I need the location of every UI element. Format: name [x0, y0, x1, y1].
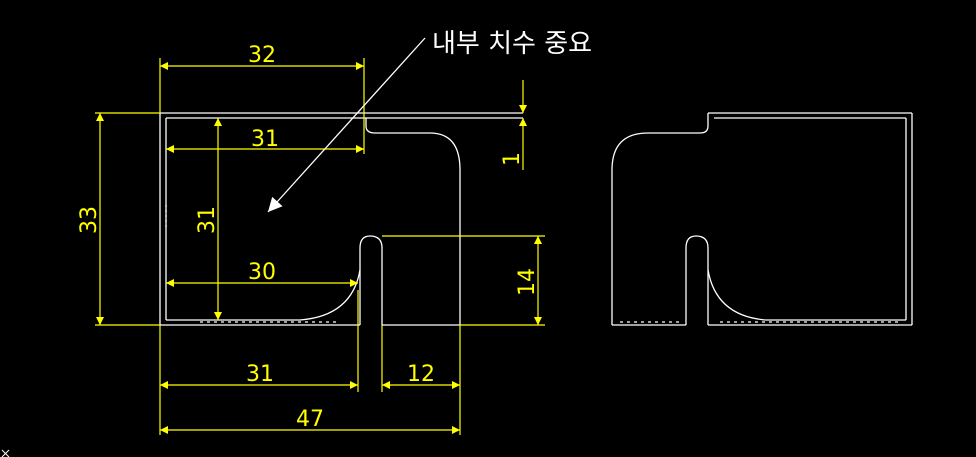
dim-label-31-bottom: 31	[246, 362, 274, 387]
dim-label-30: 30	[248, 260, 276, 285]
dim-label-47: 47	[296, 407, 324, 432]
dim-label-31-top: 31	[251, 127, 279, 152]
dim-label-1: 1	[500, 152, 525, 166]
left-part-profile	[159, 112, 523, 326]
dim-label-33: 33	[77, 206, 102, 234]
dim-label-31-vertical: 31	[195, 206, 220, 234]
dim-label-12: 12	[407, 362, 435, 387]
note-inner-dimension-important: 내부 치수 중요	[432, 29, 592, 59]
dim-label-14: 14	[515, 268, 540, 296]
ucs-icon	[1, 449, 10, 457]
note-leader-arrow	[267, 37, 426, 213]
dim-label-32: 32	[248, 43, 276, 68]
right-part-profile	[611, 112, 913, 326]
